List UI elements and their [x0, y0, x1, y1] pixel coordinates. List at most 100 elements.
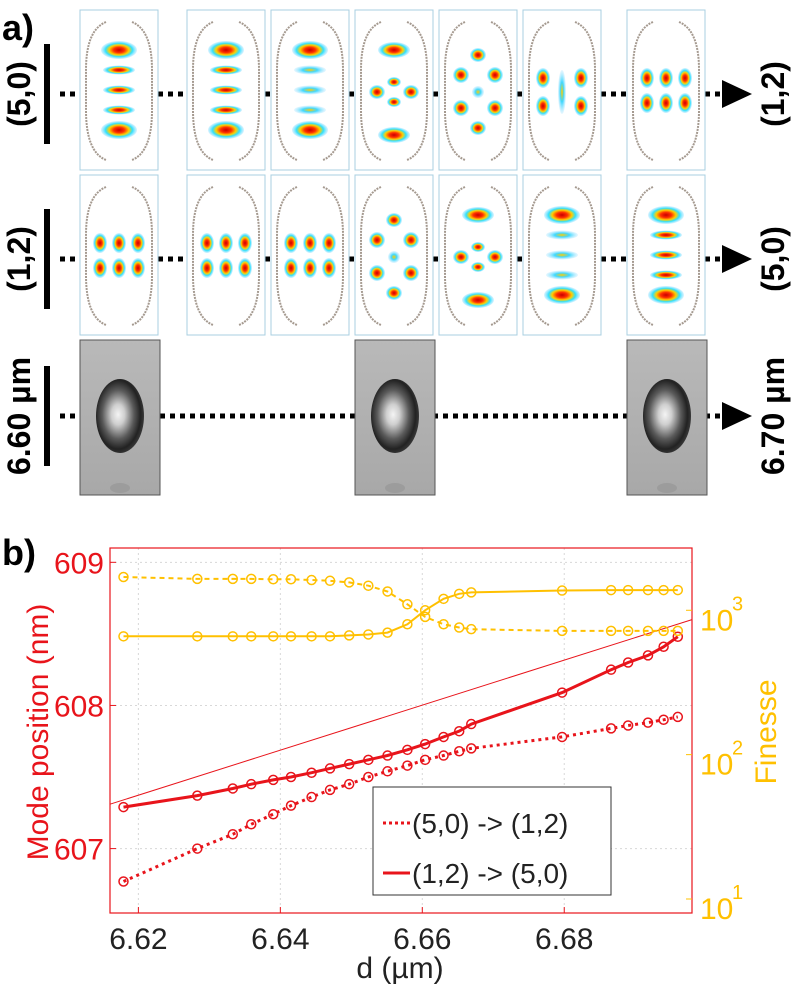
- boundary-right: [406, 21, 428, 161]
- boundary-left: [528, 186, 550, 326]
- field-lobe: [462, 207, 494, 223]
- arrow-head-icon: [722, 402, 752, 430]
- field-lobe: [386, 286, 402, 300]
- field-lobe: [238, 233, 252, 253]
- data-point: [402, 599, 413, 610]
- frame-border: [438, 174, 518, 336]
- field-lobe: [678, 68, 692, 88]
- data-point: [672, 584, 684, 596]
- legend: (5,0) -> (1,2) (1,2) -> (5,0): [372, 786, 612, 896]
- field-lobe: [131, 233, 145, 253]
- data-point: [306, 574, 317, 586]
- data-point: [658, 641, 669, 653]
- field-lobe: [487, 67, 503, 83]
- boundary-left: [276, 21, 298, 161]
- particle-photo: [626, 339, 708, 496]
- data-point: [343, 778, 355, 790]
- frame-border: [626, 9, 706, 171]
- field-lobe: [378, 127, 410, 143]
- boundary-right: [678, 21, 700, 161]
- particle-image: [643, 379, 691, 453]
- y-left-axis-title: Mode position (nm): [22, 604, 55, 861]
- data-point: [556, 625, 568, 637]
- field-lobe: [659, 68, 673, 88]
- field-lobe: [388, 251, 400, 263]
- field-lobe: [487, 100, 503, 116]
- data-point: [556, 687, 568, 698]
- data-point: [343, 758, 355, 770]
- boundary-left: [444, 186, 466, 326]
- boundary-right: [490, 21, 512, 161]
- data-point: [453, 725, 465, 737]
- mode-frame: [354, 174, 434, 336]
- panel-a-label: a): [2, 7, 34, 48]
- data-point: [285, 631, 297, 642]
- boundary-left: [632, 186, 654, 326]
- field-lobe: [103, 65, 135, 75]
- data-point: [382, 627, 393, 638]
- data-point: [658, 625, 669, 637]
- mode-frame: [270, 9, 350, 171]
- data-point: [658, 584, 669, 596]
- boundary-right: [322, 186, 344, 326]
- series-line: [123, 589, 678, 638]
- boundary-right: [678, 186, 700, 326]
- mode-frame: [79, 9, 159, 171]
- field-lobe: [574, 96, 588, 116]
- field-lobe: [210, 65, 242, 75]
- field-lobe: [678, 93, 692, 113]
- series-line: [109, 619, 693, 805]
- boundary-left: [360, 186, 382, 326]
- boundary-right: [574, 21, 596, 161]
- frame-border: [186, 174, 266, 336]
- field-lobe: [453, 100, 469, 116]
- boundary-right: [238, 21, 260, 161]
- data-point: [192, 573, 203, 585]
- field-lobe: [93, 258, 107, 278]
- boundary-left: [192, 21, 214, 161]
- data-point: [453, 622, 465, 633]
- series-layer: [109, 571, 693, 887]
- data-point: [402, 744, 413, 756]
- boundary-right: [406, 186, 428, 326]
- plot-frame: [109, 547, 693, 914]
- field-lobe: [471, 262, 485, 272]
- field-lobe: [650, 230, 682, 240]
- data-point: [642, 625, 654, 637]
- data-point: [382, 766, 393, 777]
- field-lobe: [322, 258, 336, 278]
- photo-shadow: [657, 483, 677, 493]
- field-lobe: [200, 258, 214, 278]
- frame-border: [79, 174, 159, 336]
- field-lobe: [210, 105, 242, 115]
- data-point: [285, 574, 297, 585]
- boundary-left: [444, 21, 466, 161]
- field-lobe: [208, 121, 244, 139]
- data-point: [267, 774, 279, 786]
- field-lobe: [640, 68, 654, 88]
- mode-frame: [270, 174, 350, 336]
- field-lobe: [640, 93, 654, 113]
- field-lobe: [369, 85, 385, 99]
- particle-photo: [354, 339, 436, 496]
- field-lobe: [453, 67, 469, 83]
- data-point: [605, 625, 617, 637]
- arrow-head-icon: [722, 80, 752, 108]
- y-right-axis-title: Finesse: [750, 679, 783, 784]
- series-line: [123, 635, 679, 809]
- field-lobe: [284, 258, 298, 278]
- field-lobe: [648, 286, 684, 304]
- data-point: [118, 631, 129, 642]
- legend-label-dotted: (5,0) -> (1,2): [412, 808, 568, 839]
- legend-box: [372, 786, 612, 896]
- series-line: [122, 715, 679, 883]
- mode-frame: [438, 9, 518, 171]
- data-point: [466, 623, 477, 635]
- data-point: [227, 783, 239, 794]
- mode-frame: [186, 174, 266, 336]
- scale-bar: [44, 209, 50, 309]
